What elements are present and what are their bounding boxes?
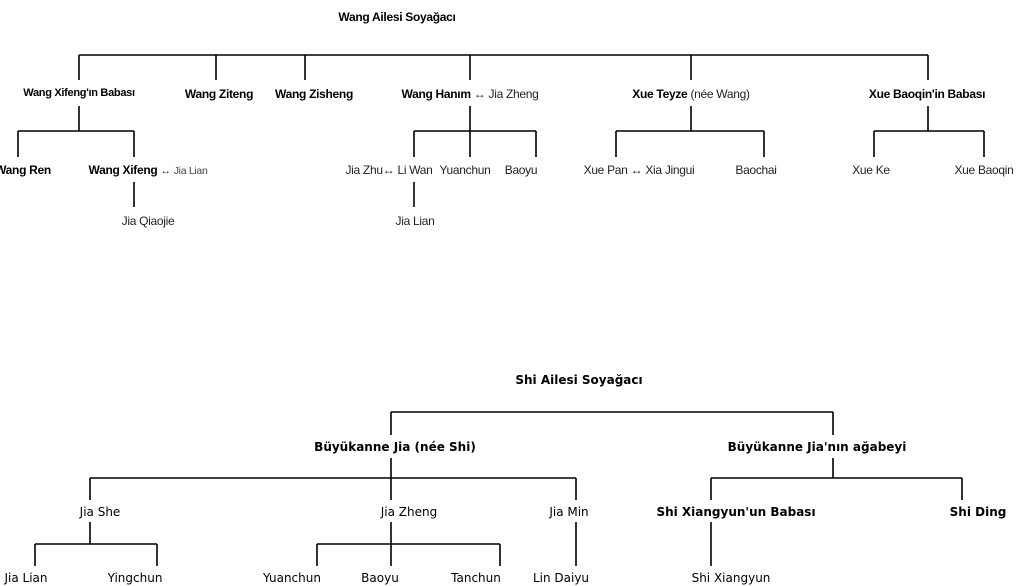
node-wang-ren: Wang Ren: [0, 163, 51, 177]
node-yuanchun-shi: Yuanchun: [263, 571, 321, 585]
maiden-note: (née Wang): [690, 87, 750, 101]
spouse-symbol: ↔: [630, 163, 643, 177]
spouse-name: Li Wan: [397, 163, 433, 177]
node-lin-daiyu: Lin Daiyu: [532, 571, 590, 585]
node-xue-baoqin: Xue Baoqin: [954, 163, 1014, 177]
node-jia-min: Jia Min: [549, 505, 589, 519]
shi-tree-title: Shi Ailesi Soyağacı: [515, 373, 643, 387]
node-wang-xifeng-father: Wang Xifeng'ın Babası: [23, 87, 135, 99]
wang-edge: [78, 55, 929, 80]
spouse-name: Jia Zheng: [488, 87, 539, 101]
node-xue-ke: Xue Ke: [852, 163, 890, 177]
node-shi-ding: Shi Ding: [949, 505, 1007, 519]
wang-edge: [615, 106, 765, 157]
node-baoyu-shi: Baoyu: [361, 571, 399, 585]
spouse-symbol: ↔: [473, 87, 486, 101]
node-wang-ziteng: Wang Ziteng: [184, 87, 254, 101]
node-lady-wang: Wang Hanım ↔ Jia Zheng: [401, 88, 538, 100]
person-name: Xue Teyze: [632, 87, 688, 101]
shi-edge: [34, 522, 158, 566]
node-jia-zhu-li-wan: Jia Zhu↔ Li Wan: [345, 164, 432, 176]
spouse-name: Xia Jingui: [645, 163, 695, 177]
node-jia-lian-shi: Jia Lian: [4, 571, 48, 585]
person-name: Xue Pan: [583, 163, 628, 177]
node-wang-zisheng: Wang Zisheng: [275, 87, 353, 101]
node-xue-pan: Xue Pan ↔ Xia Jingui: [584, 164, 695, 176]
node-grandmother-jia-brother: Büyükanne Jia'nın ağabeyi: [727, 440, 907, 454]
node-jia-lian-wang: Jia Lian: [395, 214, 435, 228]
node-yuanchun: Yuanchun: [439, 163, 491, 177]
shi-edge: [710, 458, 963, 500]
person-name: Wang Hanım: [401, 87, 471, 101]
wang-edge: [17, 106, 135, 157]
person-name: Jia Zhu: [345, 163, 383, 177]
node-tanchun: Tanchun: [451, 571, 501, 585]
node-xue-baoqin-father: Xue Baoqin'in Babası: [868, 87, 986, 101]
node-jia-she: Jia She: [79, 505, 121, 519]
node-yingchun: Yingchun: [107, 571, 163, 585]
wang-tree-title: Wang Ailesi Soyağacı: [338, 10, 456, 24]
node-jia-zheng: Jia Zheng: [380, 505, 438, 519]
spouse-name: Jia Lian: [173, 165, 208, 177]
node-aunt-xue: Xue Teyze (née Wang): [632, 87, 750, 101]
person-name: Wang Xifeng: [88, 163, 158, 177]
wang-edge: [873, 106, 985, 157]
node-baoyu: Baoyu: [504, 163, 538, 177]
shi-root-bar: [390, 411, 834, 435]
shi-edge: [316, 522, 501, 566]
wang-edge: [413, 106, 537, 157]
shi-edge: [89, 458, 577, 500]
node-grandmother-jia: Büyükanne Jia (née Shi): [314, 440, 476, 454]
node-shi-xiangyun-father: Shi Xiangyun'un Babası: [656, 505, 816, 519]
node-shi-xiangyun: Shi Xiangyun: [691, 571, 771, 585]
spouse-symbol: ↔: [160, 165, 171, 177]
node-baochai: Baochai: [735, 163, 777, 177]
node-wang-xifeng: Wang Xifeng ↔ Jia Lian: [88, 164, 207, 177]
node-jia-qiaojie: Jia Qiaojie: [121, 214, 175, 228]
spouse-symbol: ↔: [382, 163, 395, 177]
